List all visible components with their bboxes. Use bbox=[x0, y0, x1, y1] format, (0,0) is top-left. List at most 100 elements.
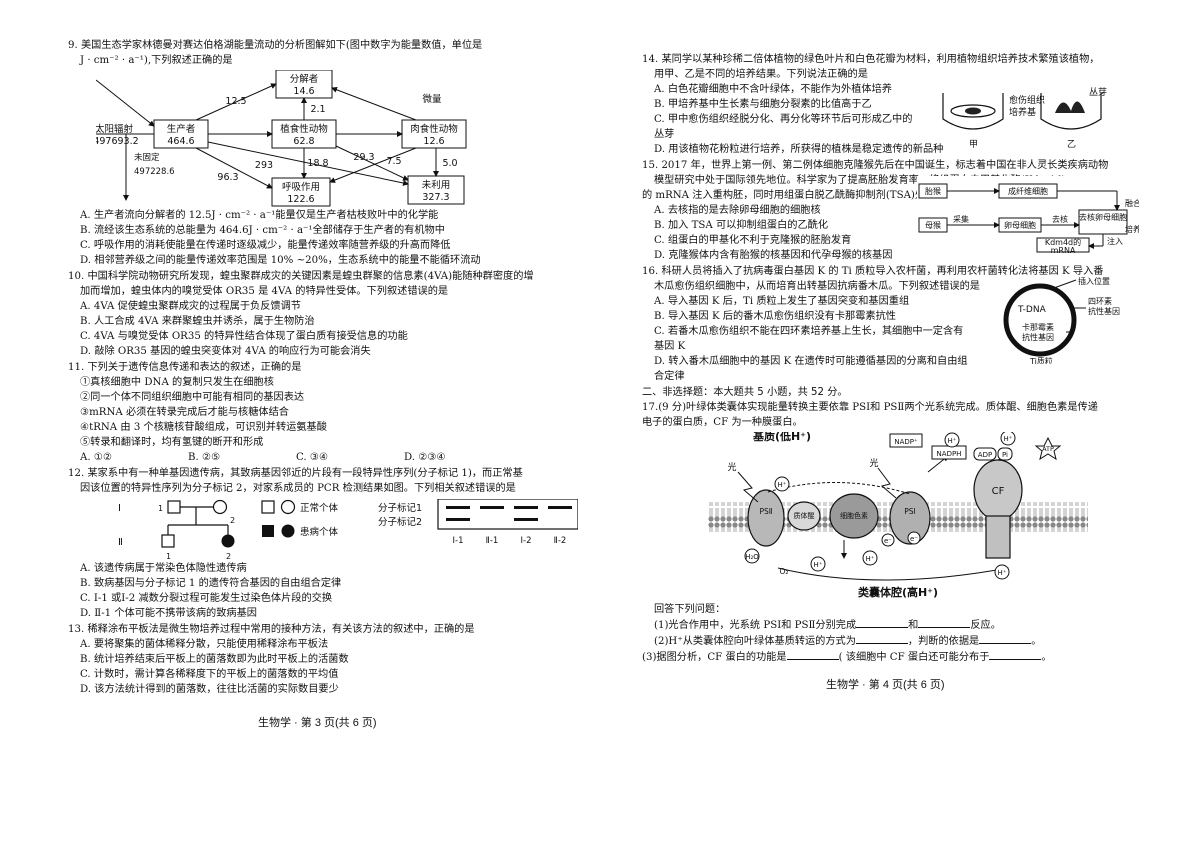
q17-sub-2-blank-1[interactable] bbox=[855, 633, 908, 644]
q15-option-b: B. 加入 TSA 可以抑制组蛋白的乙酰化 bbox=[654, 220, 829, 231]
q12-option-c: C. Ⅰ-1 或Ⅰ-2 减数分裂过程可能发生过染色体片段的交换 bbox=[80, 593, 333, 604]
inject-label: 注入 bbox=[1107, 236, 1123, 246]
q17-sub-1: (1)光合作用中，光系统 PSⅠ和 PSⅡ分别完成和反应。 bbox=[642, 617, 1142, 633]
cf-label: CF bbox=[992, 486, 1005, 497]
producer-value: 464.6 bbox=[167, 136, 194, 147]
t-dna-label: T-DNA bbox=[1017, 305, 1047, 315]
herbivore-label: 植食性动物 bbox=[280, 123, 328, 135]
generation-1-label: Ⅰ bbox=[118, 503, 121, 514]
q9-option-b: B. 流经该生态系统的总能量为 464.6J · cm⁻² · a⁻¹全部储存于… bbox=[80, 225, 445, 236]
respiration-value: 122.6 bbox=[287, 194, 314, 205]
q13-stem: 13. 稀释涂布平板法是微生物培养过程中常用的接种方法，有关该方法的叙述中，正确… bbox=[68, 624, 475, 635]
q17-stem-line1: 17.(9 分)叶绿体类囊体实现能量转换主要依靠 PSⅠ和 PSⅡ两个光系统完成… bbox=[642, 402, 1098, 413]
q13-option-a: A. 要将聚集的菌体稀释分散，只能使用稀释涂布平板法 bbox=[80, 639, 329, 650]
q10-option-c: C. 4VA 与嗅觉受体 OR35 的特异性结合体现了蛋白质有接受信息的功能 bbox=[80, 331, 408, 342]
i-1-label: 1 bbox=[158, 504, 163, 513]
jia-label: 甲 bbox=[969, 139, 978, 150]
lumen-label: 类囊体腔(高H⁺) bbox=[858, 585, 938, 599]
culture-label: 培养 bbox=[1125, 224, 1139, 234]
q9-option-a: A. 生产者流向分解者的 12.5J · cm⁻² · a⁻¹能量仅是生产者枯枝… bbox=[80, 210, 439, 221]
q14-option-c: C. 甲中愈伤组织经脱分化、再分化等环节后可形成乙中的 bbox=[654, 114, 913, 125]
q12-option-a: A. 该遗传病属于常染色体隐性遗传病 bbox=[80, 563, 247, 574]
lane-i-1: Ⅰ-1 bbox=[453, 536, 464, 546]
q10-stem-line2: 加而增加，蝗虫体内的嗅觉受体 OR35 是 4VA 的特异性受体。下列叙述错误的… bbox=[80, 286, 449, 297]
medium-label: 培养基 bbox=[1009, 106, 1036, 118]
atp-label: ATP bbox=[1042, 445, 1054, 453]
ii-1-label: 1 bbox=[166, 552, 171, 561]
pcr-bands bbox=[446, 506, 572, 521]
q14-option-b: B. 甲培养基中生长素与细胞分裂素的比值高于乙 bbox=[654, 99, 872, 110]
carnivore-label: 肉食性动物 bbox=[410, 123, 458, 135]
q11-item-4: ④tRNA 由 3 个核糖核苷酸组成，可识别并转运氨基酸 bbox=[80, 422, 327, 433]
nadp-label: NADP⁺ bbox=[894, 438, 918, 446]
enucleated-oocyte-box: 去核卵母细胞 bbox=[1079, 212, 1127, 222]
q13-option-c: C. 计数时，需计算各稀释度下的平板上的菌落数的平均值 bbox=[80, 669, 339, 680]
q11-item-1: ①真核细胞中 DNA 的复制只发生在细胞核 bbox=[80, 377, 274, 388]
q16-stem-line2: 木瓜愈伤组织细胞中，从而培育出转基因抗病番木瓜。下列叙述错误的是 bbox=[654, 281, 980, 292]
fetal-monkey-box: 胎猴 bbox=[925, 186, 941, 196]
lane-i-2: Ⅰ-2 bbox=[521, 536, 532, 546]
pedigree-and-pcr-figure: Ⅰ Ⅱ 1 2 1 2 正常个体 患病个体 分子标记1 分子标记2 Ⅰ-1 Ⅱ-… bbox=[118, 499, 578, 561]
solar-label: 太阳辐射 bbox=[96, 123, 133, 135]
q14-stem-line2: 用甲、乙是不同的培养结果。下列说法正确的是 bbox=[654, 69, 868, 80]
callus-mass bbox=[965, 107, 981, 115]
q15-stem-line2: 模型研究中处于国际领先地位。科学家为了提高胚胎发育率，将组蛋白去甲基化酶(Kdm… bbox=[654, 175, 1066, 186]
q16-option-a: A. 导入基因 K 后，Ti 质粒上发生了基因突变和基因重组 bbox=[654, 296, 910, 307]
q12-option-d: D. Ⅱ-1 个体可能不携带该病的致病基因 bbox=[80, 608, 257, 619]
lane-ii-1: Ⅱ-1 bbox=[486, 536, 499, 546]
legend-affected-label: 患病个体 bbox=[300, 526, 339, 538]
q17-sub-2-blank-2[interactable] bbox=[979, 633, 1032, 644]
electron-label-1: e⁻ bbox=[884, 537, 892, 545]
normal-legend-circle bbox=[280, 499, 296, 515]
cloning-process-figure: 胎猴 成纤维细胞 母猴 采集 卵母细胞 去核 去核卵母细胞 Kdm4d的 mRN… bbox=[917, 176, 1139, 254]
q17-sub-1-blank-2[interactable] bbox=[918, 617, 971, 628]
legend-normal-label: 正常个体 bbox=[300, 502, 339, 514]
q17-sub-1-text-b: 和 bbox=[908, 620, 919, 631]
h-ion-label-4: H⁺ bbox=[866, 555, 875, 563]
q15-stem-line1: 15. 2017 年，世界上第一例、第二例体细胞克隆猴先后在中国诞生，标志着中国… bbox=[642, 160, 1109, 171]
unfixed-value: 497228.6 bbox=[134, 167, 175, 177]
fuse-label: 融合 bbox=[1125, 198, 1139, 208]
q17-sub-2-text-a: (2)H⁺从类囊体腔向叶绿体基质转运的方式为 bbox=[654, 636, 856, 647]
q9-option-d: D. 相邻营养级之间的能量传递效率范围是 10% ~20%，生态系统中的能量不能… bbox=[80, 255, 481, 266]
q10-option-a: A. 4VA 促使蝗虫聚群成灾的过程属于负反馈调节 bbox=[80, 301, 301, 312]
solar-value: 497693.2 bbox=[96, 136, 139, 147]
affected-female-ii2 bbox=[221, 534, 235, 548]
light-label-2: 光 bbox=[869, 457, 878, 469]
page-3-column: 9. 美国生态学家林德曼对赛达伯格湖能量流动的分析图解如下(图中数字为能量数值，… bbox=[68, 38, 578, 697]
mrna-label: mRNA bbox=[1051, 246, 1076, 254]
unfixed-label: 未固定 bbox=[134, 152, 160, 163]
water-label: H₂O bbox=[745, 553, 759, 561]
q17-sub-1-blank-1[interactable] bbox=[856, 617, 909, 628]
arrow-293: 293 bbox=[255, 160, 273, 171]
q15-option-d: D. 克隆猴体内含有胎猴的核基因和代孕母猴的核基因 bbox=[654, 250, 893, 261]
plasmid-ring bbox=[1003, 283, 1077, 357]
energy-flow-diagram: 分解者 14.6 生产者 464.6 植食性动物 62.8 肉食性动物 12.6… bbox=[96, 70, 467, 207]
q9-option-c: C. 呼吸作用的消耗使能量在传递时逐级减少，能量传递效率随营养级的升高而降低 bbox=[80, 240, 451, 251]
q16-option-b: B. 导入基因 K 后的番木瓜愈伤组织没有卡那霉素抗性 bbox=[654, 311, 896, 322]
q17-sub-2: (2)H⁺从类囊体腔向叶绿体基质转运的方式为，判断的依据是。 bbox=[642, 633, 1142, 649]
ps1-label: PSⅠ bbox=[904, 507, 916, 516]
q17-sub-3-text-a: (3)据图分析，CF 蛋白的功能是 bbox=[642, 652, 787, 663]
arrow-96-3: 96.3 bbox=[217, 172, 238, 183]
h-ion-label-2: H⁺ bbox=[1004, 435, 1013, 443]
insertion-site-label: 插入位置 bbox=[1078, 276, 1110, 286]
tissue-culture-figure: 愈伤组织 培养基 丛芽 甲 乙 bbox=[942, 86, 1107, 150]
q17-stem-line2: 电子的蛋白质，CF 为一种膜蛋白。 bbox=[642, 417, 803, 428]
bud-cluster bbox=[1055, 101, 1085, 113]
oocyte-box: 卵母细胞 bbox=[1004, 220, 1036, 230]
q15-option-c: C. 组蛋白的甲基化不利于克隆猴的胚胎发育 bbox=[654, 235, 852, 246]
fibroblast-box: 成纤维细胞 bbox=[1008, 186, 1048, 196]
q17-sub-3-blank-1[interactable] bbox=[786, 649, 839, 660]
q14-option-c-cont: 丛芽 bbox=[654, 129, 675, 140]
ps2-complex bbox=[747, 489, 785, 547]
q17-sub-3-blank-2[interactable] bbox=[989, 649, 1042, 660]
carnivore-value: 12.6 bbox=[423, 136, 444, 147]
q15-stem-line3: 的 mRNA 注入重构胚，同时用组蛋白脱乙酰酶抑制剂(TSA)处理，简化过程如图… bbox=[642, 190, 1099, 201]
cytochrome-complex bbox=[829, 493, 879, 539]
ps1-complex bbox=[889, 491, 931, 545]
q16-option-d-cont: 合定律 bbox=[654, 371, 685, 382]
collect-arrow-label: 采集 bbox=[953, 214, 969, 224]
q11-item-5: ⑤转录和翻译时，均有氢键的断开和形成 bbox=[80, 437, 264, 448]
